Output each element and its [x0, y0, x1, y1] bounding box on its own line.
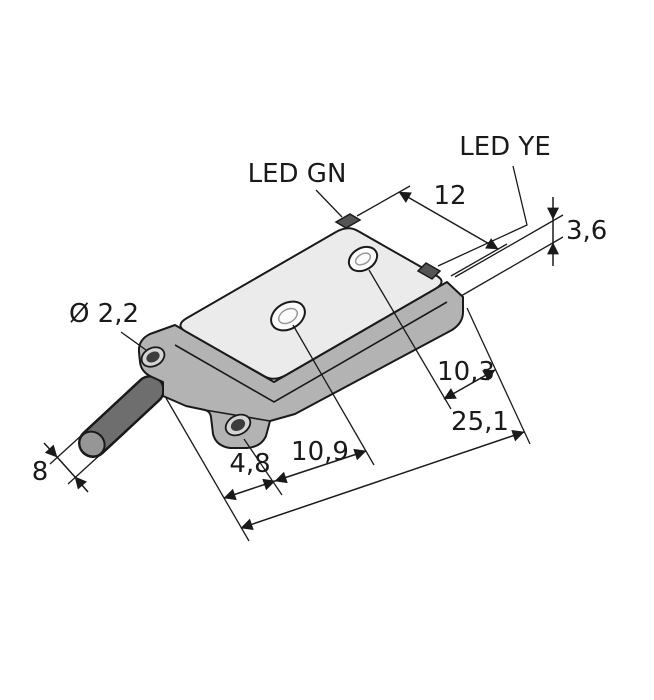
cable-body: [80, 377, 163, 456]
mounting-hole-left-bore: [146, 351, 160, 363]
label-led-ye: LED YE: [459, 132, 551, 162]
led-lens-front-ring: [278, 307, 298, 325]
extension-line-led-rear: [368, 269, 452, 410]
dimension-line-hole-offset: [223, 478, 276, 501]
label-hole-diameter: Ø 2,2: [69, 299, 139, 329]
dimension-line-led-ye-offset: [443, 369, 496, 400]
extension-line-thickness-bottom: [460, 236, 564, 297]
extension-line-cable-bottom: [67, 453, 102, 485]
label-led-gn-offset: 10,9: [291, 437, 349, 467]
mounting-hole-left: [140, 346, 166, 368]
extension-line-thickness-top: [454, 214, 564, 278]
dimension-arrow-cable-bottom: [74, 476, 89, 493]
led-lens-rear-ring: [354, 252, 372, 266]
leader-led-gn: [315, 189, 343, 218]
led-yellow-window: [416, 262, 442, 280]
extension-line-right-end: [466, 307, 531, 445]
housing-step-edge: [174, 301, 448, 403]
led-green-window: [334, 213, 362, 229]
led-lens-rear-dome: [347, 245, 379, 273]
dimension-line-width: [398, 191, 499, 250]
label-overall-length: 25,1: [451, 407, 509, 437]
label-led-ye-offset: 10,3: [437, 357, 495, 387]
leader-hole-diameter: [120, 331, 147, 351]
led-lens-rear: [347, 245, 379, 273]
leader-led-ye: [437, 165, 528, 267]
extension-line-left-end: [165, 397, 250, 542]
cable: [78, 375, 165, 458]
label-led-gn: LED GN: [248, 159, 347, 189]
extension-line-width-left: [356, 185, 411, 217]
label-hole-offset: 4,8: [229, 449, 270, 479]
sensor-top-face: [179, 227, 443, 380]
dimension-line-overall-length: [240, 429, 525, 531]
mounting-hole-front-bore: [230, 419, 246, 431]
label-cable-diameter: 8: [32, 457, 49, 487]
dimension-line-cable: [56, 456, 76, 478]
label-thickness: 3,6: [566, 216, 607, 246]
extension-line-width-right: [450, 243, 508, 277]
dimension-arrow-cable-top: [43, 442, 58, 458]
sensor-housing-base: [137, 281, 464, 449]
extension-line-cable-top: [49, 433, 84, 465]
label-width: 12: [433, 181, 466, 211]
